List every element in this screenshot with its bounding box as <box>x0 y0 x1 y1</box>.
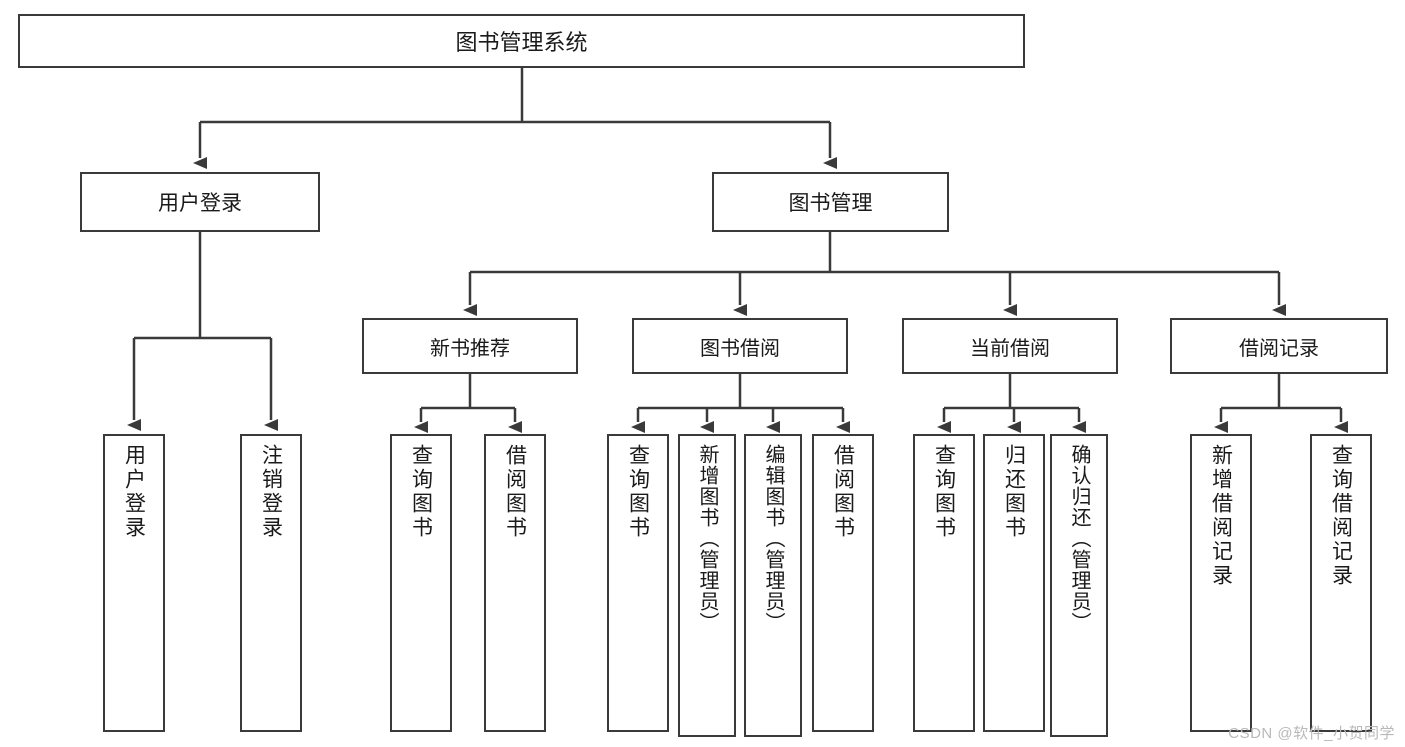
node-leaf-edit-book[interactable]: 编辑图书（管理员） <box>744 434 802 737</box>
node-leaf-query-record[interactable]: 查询借阅记录 <box>1310 434 1372 732</box>
node-book-borrow[interactable]: 图书借阅 <box>632 318 848 374</box>
node-leaf-query-book-3-label: 查询图书 <box>932 444 956 540</box>
node-leaf-borrow-book-2[interactable]: 借阅图书 <box>812 434 874 732</box>
node-book-borrow-label: 图书借阅 <box>700 337 780 360</box>
watermark: CSDN @软件_小贺同学 <box>1228 725 1395 742</box>
node-root[interactable]: 图书管理系统 <box>18 14 1025 68</box>
node-leaf-return-book-label: 归还图书 <box>1002 444 1026 540</box>
node-root-label: 图书管理系统 <box>455 30 588 55</box>
node-leaf-query-record-label: 查询借阅记录 <box>1329 444 1353 588</box>
node-borrow-record[interactable]: 借阅记录 <box>1170 318 1388 374</box>
node-leaf-borrow-book-1-label: 借阅图书 <box>503 444 527 540</box>
node-leaf-edit-book-label: 编辑图书（管理员） <box>762 444 784 633</box>
node-leaf-logout-label: 注销登录 <box>259 444 283 540</box>
node-leaf-query-book-3[interactable]: 查询图书 <box>913 434 975 732</box>
node-new-book-recommend[interactable]: 新书推荐 <box>362 318 578 374</box>
node-user-login-label: 用户登录 <box>158 192 242 215</box>
node-leaf-user-login[interactable]: 用户登录 <box>103 434 165 732</box>
node-current-borrow[interactable]: 当前借阅 <box>902 318 1118 374</box>
node-leaf-add-book-label: 新增图书（管理员） <box>696 444 718 633</box>
node-leaf-user-login-label: 用户登录 <box>122 444 146 540</box>
node-leaf-confirm-return[interactable]: 确认归还（管理员） <box>1050 434 1108 737</box>
node-book-manage[interactable]: 图书管理 <box>712 172 949 232</box>
node-leaf-query-book-1[interactable]: 查询图书 <box>390 434 452 732</box>
node-leaf-add-record-label: 新增借阅记录 <box>1209 444 1233 588</box>
node-leaf-query-book-1-label: 查询图书 <box>409 444 433 540</box>
node-leaf-confirm-return-label: 确认归还（管理员） <box>1068 444 1090 633</box>
node-leaf-add-book[interactable]: 新增图书（管理员） <box>678 434 736 737</box>
node-leaf-borrow-book-2-label: 借阅图书 <box>831 444 855 540</box>
node-leaf-query-book-2-label: 查询图书 <box>626 444 650 540</box>
node-borrow-record-label: 借阅记录 <box>1239 337 1319 360</box>
node-leaf-add-record[interactable]: 新增借阅记录 <box>1190 434 1252 732</box>
node-leaf-borrow-book-1[interactable]: 借阅图书 <box>484 434 546 732</box>
node-leaf-query-book-2[interactable]: 查询图书 <box>607 434 669 732</box>
node-new-book-recommend-label: 新书推荐 <box>430 337 510 360</box>
node-user-login[interactable]: 用户登录 <box>80 172 320 232</box>
node-leaf-return-book[interactable]: 归还图书 <box>983 434 1045 732</box>
node-leaf-logout[interactable]: 注销登录 <box>240 434 302 732</box>
node-book-manage-label: 图书管理 <box>788 192 873 215</box>
node-current-borrow-label: 当前借阅 <box>970 337 1050 360</box>
